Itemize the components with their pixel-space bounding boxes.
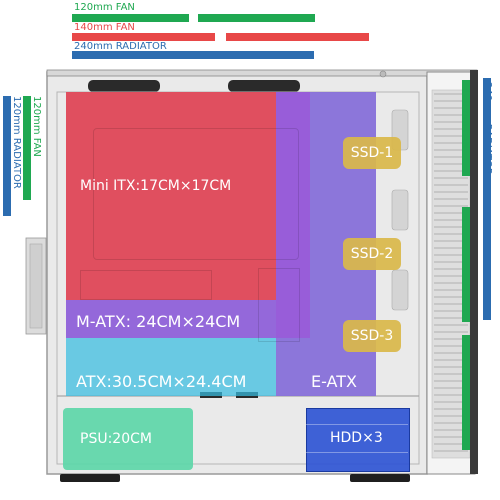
ssd-3-bay: SSD-3	[343, 320, 401, 352]
fan120-right-bar-bottom	[462, 335, 470, 450]
case-foot-right	[350, 474, 410, 482]
rad120-left-bar	[3, 96, 11, 216]
fan120-left-bar	[23, 96, 31, 200]
e-atx-label: E-ATX	[311, 372, 357, 391]
fan120-right-bar-middle	[462, 207, 470, 322]
fan120-top-bar-right	[198, 14, 315, 22]
fan140-top-bar-right	[226, 33, 369, 41]
ssd-1-bay: SSD-1	[343, 137, 401, 169]
rad120-left-label: 120mm RADIATOR	[11, 96, 22, 189]
ssd-2-bay: SSD-2	[343, 238, 401, 270]
mini-itx-zone	[66, 92, 276, 300]
fan120-left-label: 120mm FAN	[31, 96, 42, 157]
case-top-edge	[46, 69, 478, 77]
board-slot	[258, 268, 300, 342]
case-foot-left	[60, 474, 120, 482]
fan140-top-bar-left	[72, 33, 215, 41]
rad240-right-label: 240mm RADIATOR	[482, 82, 493, 175]
hdd-cage	[306, 408, 410, 472]
rad240-top-label: 240mm RADIATOR	[74, 41, 167, 52]
psu-zone	[63, 408, 193, 470]
psu-label: PSU:20CM	[80, 431, 152, 447]
hdd-slot-line	[306, 424, 408, 425]
fan120-right-bar-top	[462, 80, 470, 176]
cpu-cooler-cutout	[93, 128, 299, 260]
hdd-label: HDD×3	[330, 430, 383, 446]
rad240-top-bar	[72, 51, 314, 59]
mini-itx-label: Mini ITX:17CM×17CM	[80, 178, 232, 194]
m-atx-label: M-ATX: 24CM×24CM	[76, 312, 241, 331]
atx-label: ATX:30.5CM×24.4CM	[76, 372, 247, 391]
board-slot	[80, 270, 212, 300]
hdd-slot-line	[306, 452, 408, 453]
fan120-right-label: 120mm FAN	[460, 88, 471, 149]
fan120-top-bar-left	[72, 14, 189, 22]
fan140-top-label: 140mm FAN	[74, 22, 135, 33]
rad240-right-bar	[483, 78, 491, 320]
fan120-top-label: 120mm FAN	[74, 2, 135, 13]
